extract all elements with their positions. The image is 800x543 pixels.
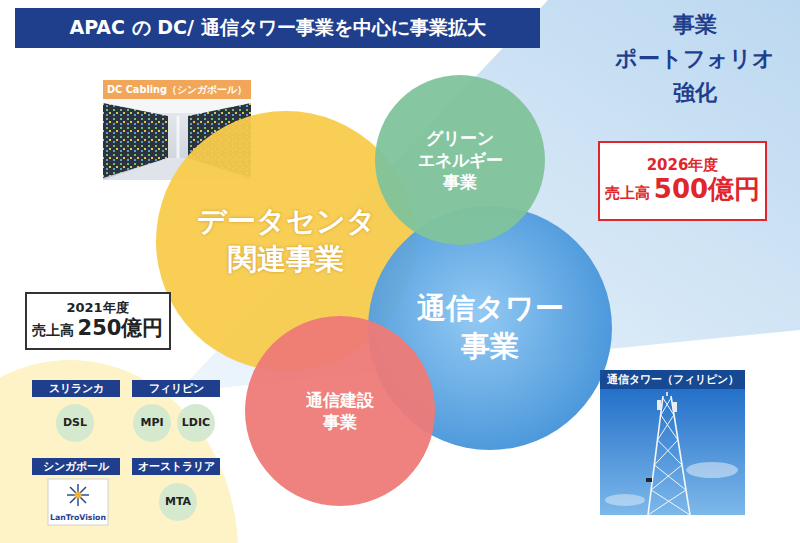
tower-brace — [648, 398, 686, 515]
company-circle: LDIC — [177, 404, 215, 442]
logo-ground — [48, 479, 108, 525]
country-bar: オーストラリア — [132, 458, 220, 475]
circle-shape — [177, 404, 215, 442]
circle-shape — [245, 316, 435, 506]
actual-box: 2021年度売上高250億円 — [25, 292, 171, 350]
circle-label: データセンタ 関連事業 — [197, 203, 376, 278]
amount-text: 売上高 — [32, 322, 74, 338]
tower-lamp — [646, 478, 652, 482]
target-box: 2026年度売上高500億円 — [598, 141, 767, 221]
country-name: シンガポール — [43, 461, 109, 472]
logo-text: LanTroVision — [50, 514, 106, 522]
portfolio-heading: 事業 ポートフォリオ 強化 — [615, 8, 775, 110]
region-ground — [0, 360, 238, 543]
country-name: オーストラリア — [138, 461, 215, 472]
logo-star — [70, 487, 86, 503]
company-logo: LanTroVision — [48, 479, 108, 525]
photo-caption: 通信タワー（フィリピン） — [607, 374, 739, 385]
photo-light — [177, 116, 180, 158]
logo-art — [48, 479, 108, 525]
circle-label: 通信タワー 事業 — [417, 290, 564, 365]
amount-text: 250億円 — [78, 316, 164, 340]
tower-mast — [666, 392, 668, 396]
amount-text: 500億円 — [654, 175, 760, 205]
tower-photo — [600, 370, 745, 515]
tower-brace — [651, 398, 690, 515]
country-bar: シンガポール — [32, 458, 120, 475]
photo-panel: 通信タワー（フィリピン） — [600, 370, 745, 515]
amount-text: 2021年度 — [66, 301, 128, 316]
circle-shape — [375, 75, 545, 245]
photo-cloud — [605, 494, 645, 506]
business-circle: グリーン エネルギー 事業 — [375, 75, 545, 245]
country-bar: フィリピン — [132, 380, 220, 397]
circle-label: MTA — [165, 495, 191, 509]
company-circle: MPI — [133, 404, 171, 442]
title-bar: APAC の DC/ 通信タワー事業を中心に事業拡大 — [15, 8, 540, 48]
amount-text: 売上高 — [605, 185, 650, 202]
tower-antenna — [673, 402, 677, 412]
tower-antenna — [657, 400, 661, 410]
tower-leg — [648, 396, 663, 515]
circle-label: DSL — [63, 416, 87, 430]
business-circle: 通信建設 事業 — [245, 316, 435, 506]
photo-panel: DC Cabling（シンガポール） — [103, 80, 251, 180]
amount-text: 2026年度 — [647, 157, 719, 174]
photo-sky — [600, 370, 745, 515]
circle-outline — [245, 316, 435, 506]
photo-cloud — [686, 462, 738, 478]
photo-caption-bar: 通信タワー（フィリピン） — [600, 370, 745, 389]
tower-leg — [671, 396, 690, 515]
country-name: フィリピン — [149, 383, 204, 394]
circle-shape — [159, 483, 197, 521]
title-text: APAC の DC/ 通信タワー事業を中心に事業拡大 — [69, 15, 485, 41]
photo-caption-bar: DC Cabling（シンガポール） — [103, 80, 251, 99]
company-circle: DSL — [56, 404, 94, 442]
country-bar: スリランカ — [32, 380, 120, 397]
logo-star-center — [75, 492, 82, 499]
photo-caption: DC Cabling（シンガポール） — [107, 85, 247, 95]
circle-label: 通信建設 事業 — [306, 389, 374, 433]
circle-shape — [133, 404, 171, 442]
company-circle: MTA — [159, 483, 197, 521]
country-name: スリランカ — [49, 383, 104, 394]
circle-label: グリーン エネルギー 事業 — [418, 127, 503, 193]
circle-shape — [56, 404, 94, 442]
circle-label: MPI — [140, 416, 163, 430]
logo-star — [70, 487, 86, 503]
circle-label: LDIC — [182, 416, 210, 430]
